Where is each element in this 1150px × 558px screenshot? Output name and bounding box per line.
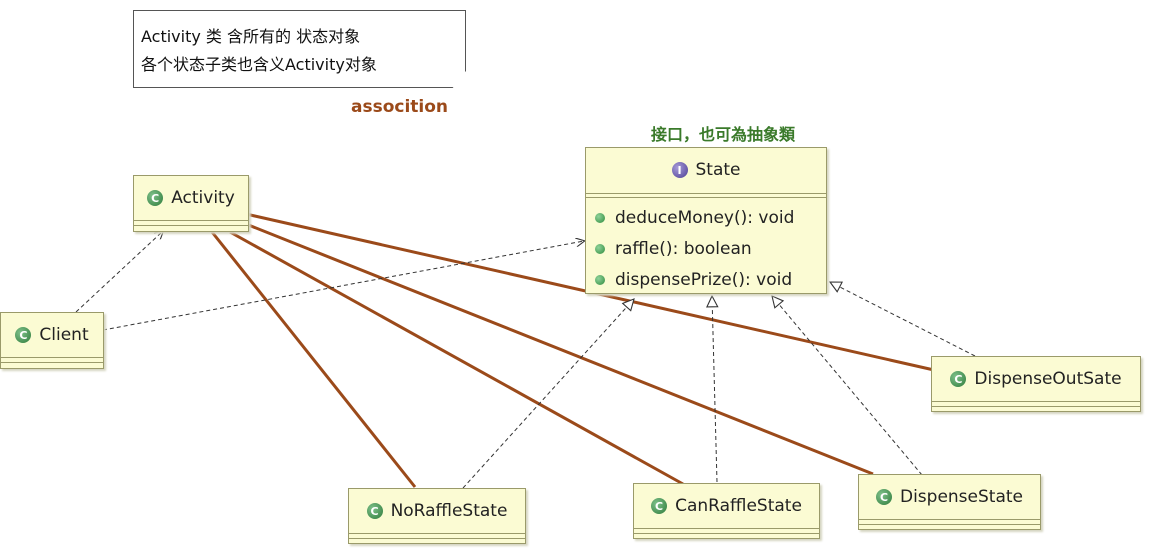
state-interface[interactable]: I State deduceMoney(): void raffle(): bo… (585, 147, 827, 294)
method-deduce-money[interactable]: deduceMoney(): void (586, 202, 826, 233)
note-line-1: Activity 类 含所有的 状态对象 (141, 27, 361, 46)
activity-class[interactable]: C Activity (133, 175, 249, 232)
norafflestate-header: C NoRaffleState (349, 489, 525, 533)
class-separator (1, 357, 103, 358)
realization-dispense (772, 296, 923, 476)
association-line-noraffle (210, 231, 417, 488)
comment-note: Activity 类 含所有的 状态对象 各个状态子类也含义Activity对象 (133, 10, 466, 88)
norafflestate-name: NoRaffleState (390, 501, 508, 521)
public-method-icon (595, 212, 605, 223)
class-separator-2 (634, 533, 819, 534)
public-method-icon (595, 274, 605, 285)
client-name: Client (39, 325, 89, 345)
class-icon: C (147, 190, 164, 206)
norafflestate-class[interactable]: C NoRaffleState (348, 488, 526, 544)
class-icon: C (651, 498, 668, 514)
state-methods: deduceMoney(): void raffle(): boolean di… (586, 198, 826, 295)
client-class[interactable]: C Client (0, 312, 104, 369)
class-icon: C (875, 489, 892, 505)
association-line-canraffle (229, 230, 684, 486)
class-icon: C (15, 327, 32, 343)
state-name: State (695, 160, 741, 180)
method-label: raffle(): boolean (615, 238, 752, 259)
realization-canraffle (712, 296, 717, 483)
dispensestate-header: C DispenseState (859, 475, 1040, 519)
state-separator (586, 193, 826, 194)
class-separator-2 (859, 524, 1040, 525)
dependency-client-state (102, 241, 584, 331)
dispenseoutsate-name: DispenseOutSate (974, 369, 1122, 389)
note-line-2: 各个状态子类也含义Activity对象 (141, 55, 377, 74)
class-separator-2 (134, 225, 248, 226)
class-separator-2 (1, 362, 103, 363)
state-separator-2 (586, 197, 826, 198)
class-separator (634, 528, 819, 529)
class-separator (859, 519, 1040, 520)
class-separator (134, 220, 248, 221)
class-separator (932, 401, 1140, 402)
canrafflestate-class[interactable]: C CanRaffleState (633, 483, 820, 539)
dispenseoutsate-class[interactable]: C DispenseOutSate (931, 356, 1141, 412)
public-method-icon (595, 243, 605, 254)
activity-name: Activity (171, 188, 235, 208)
activity-header: C Activity (134, 176, 248, 220)
realization-dispenseout (830, 282, 976, 357)
association-label: assocition (351, 97, 449, 117)
method-dispense-prize[interactable]: dispensePrize(): void (586, 264, 826, 295)
dispenseoutsate-header: C DispenseOutSate (932, 357, 1140, 401)
association-line-dispense (245, 222, 874, 476)
interface-icon: I (671, 162, 688, 178)
method-label: dispensePrize(): void (615, 269, 793, 290)
client-header: C Client (1, 313, 103, 357)
class-icon: C (950, 371, 967, 387)
method-label: deduceMoney(): void (615, 207, 795, 228)
interface-note-label: 接口，也可為抽象類 (651, 125, 796, 144)
class-separator-2 (349, 538, 525, 539)
class-separator-2 (932, 406, 1140, 407)
dispensestate-class[interactable]: C DispenseState (858, 474, 1041, 530)
dependency-client-activity (75, 231, 163, 313)
method-raffle[interactable]: raffle(): boolean (586, 233, 826, 264)
state-header: I State (586, 148, 826, 192)
dispensestate-name: DispenseState (899, 487, 1023, 507)
class-separator (349, 533, 525, 534)
canrafflestate-name: CanRaffleState (675, 496, 802, 516)
canrafflestate-header: C CanRaffleState (634, 484, 819, 528)
realization-noraffle (462, 299, 634, 489)
class-icon: C (366, 503, 383, 519)
